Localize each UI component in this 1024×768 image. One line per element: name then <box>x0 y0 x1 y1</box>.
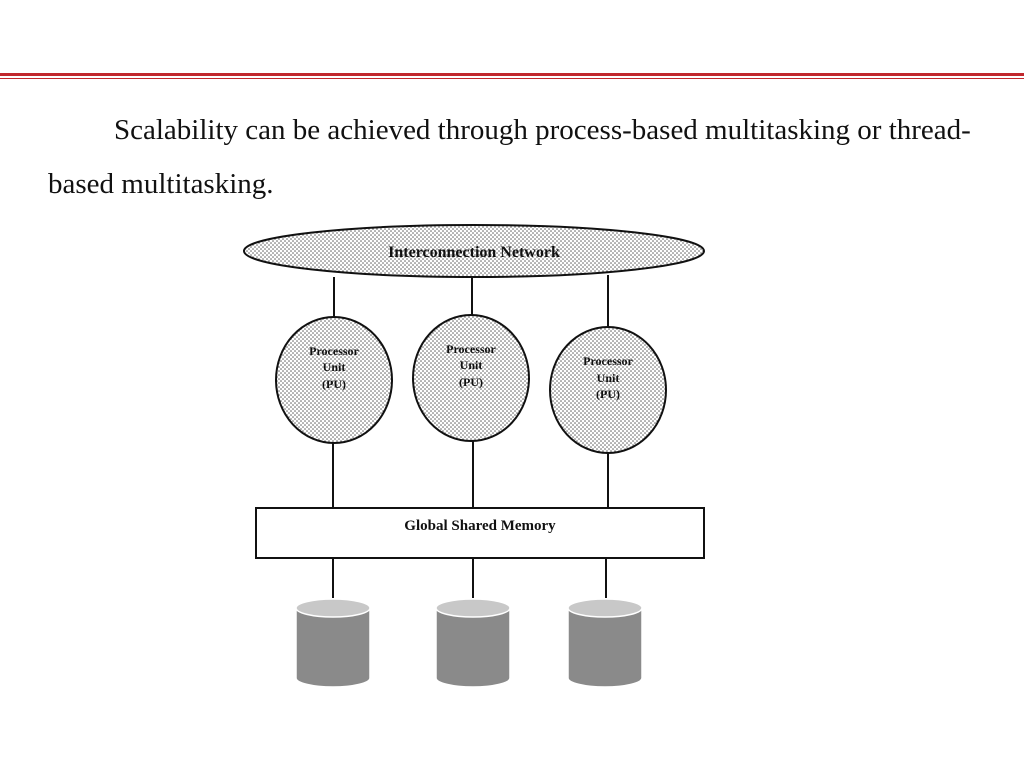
interconnection-network: Interconnection Network <box>243 224 705 278</box>
network-ellipse <box>243 224 705 278</box>
processor-label-line1: Processor <box>446 342 496 356</box>
slide-paragraph: Scalability can be achieved through proc… <box>48 114 971 200</box>
processor-label-line2: Unit <box>597 371 620 385</box>
processor-unit-2: Processor Unit (PU) <box>412 314 530 442</box>
processor-label-line2: Unit <box>323 360 346 374</box>
memory-box <box>255 507 705 559</box>
header-rule <box>0 70 1024 82</box>
disk-icon <box>435 598 511 688</box>
processor-label-line3: (PU) <box>596 387 620 401</box>
disk-icon <box>295 598 371 688</box>
network-label: Interconnection Network <box>388 244 560 261</box>
processor-label-line3: (PU) <box>459 375 483 389</box>
memory-label: Global Shared Memory <box>404 518 556 534</box>
global-shared-memory: Global Shared Memory <box>255 507 705 559</box>
processor-label-line3: (PU) <box>322 377 346 391</box>
processor-unit-1: Processor Unit (PU) <box>275 316 393 444</box>
processor-label-line1: Processor <box>309 344 359 358</box>
disk-icon <box>567 598 643 688</box>
header-rule-thin <box>0 78 1024 79</box>
processor-label-line1: Processor <box>583 354 633 368</box>
processor-ellipse <box>412 314 530 442</box>
processor-label-line2: Unit <box>460 358 483 372</box>
header-rule-thick <box>0 73 1024 76</box>
processor-unit-3: Processor Unit (PU) <box>549 326 667 454</box>
